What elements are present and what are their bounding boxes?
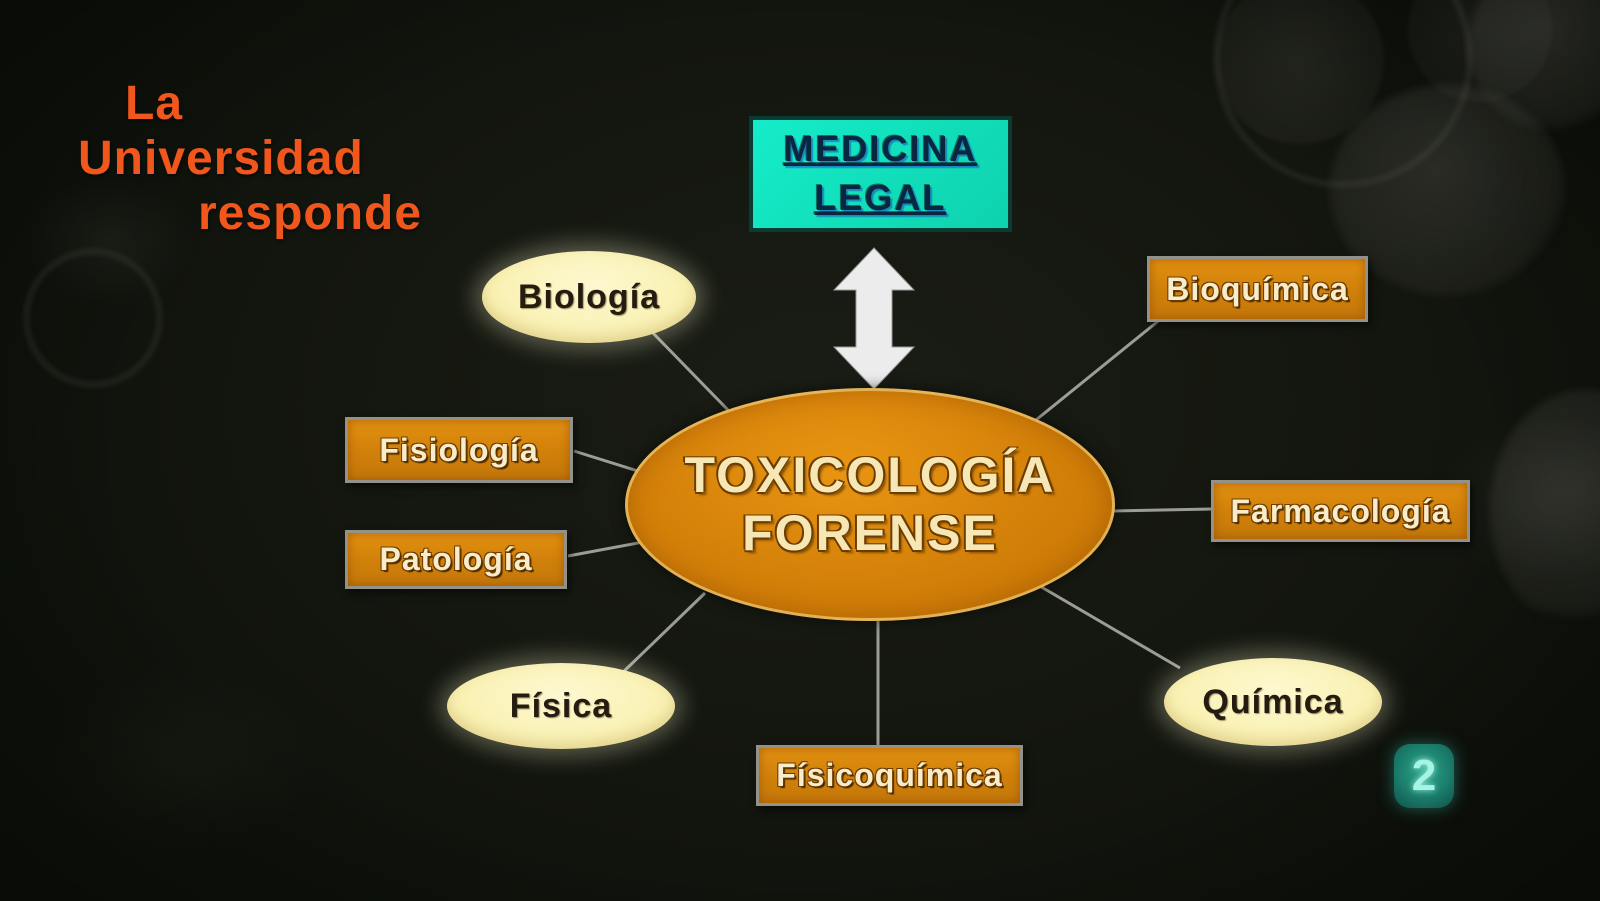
node-label: Biología (517, 277, 661, 316)
node-fisiologia: Fisiología (345, 417, 573, 483)
double-arrow-icon (832, 247, 916, 390)
bokeh-bubble (1330, 85, 1565, 295)
medicina-legal-line1: MEDICINA (783, 128, 978, 170)
node-fisicoquimica: Físicoquímica (756, 745, 1023, 806)
logo-line-3: responde (198, 187, 423, 240)
line-biologia (650, 330, 730, 412)
center-label-line1: TOXICOLOGÍA (684, 447, 1056, 503)
line-farmacologia (1111, 507, 1213, 513)
node-label: Patología (379, 541, 533, 577)
center-label-line2: FORENSE (742, 504, 998, 561)
line-quimica (1037, 583, 1181, 670)
program-logo: La Universidad responde (78, 76, 498, 246)
logo-line-2: Universidad (78, 132, 364, 185)
node-farmacologia: Farmacología (1211, 480, 1470, 542)
node-label: Física (509, 686, 613, 725)
channel-2-badge: 2 (1394, 744, 1454, 808)
node-label: Farmacología (1230, 492, 1451, 529)
node-bioquimica: Bioquímica (1147, 256, 1368, 322)
node-quimica: Química (1164, 658, 1382, 746)
node-toxicologia-forense: TOXICOLOGÍA FORENSE (625, 388, 1115, 621)
node-label: Química (1202, 682, 1344, 721)
node-patologia: Patología (345, 530, 567, 589)
line-fisica (616, 591, 707, 679)
medicina-legal-line2: LEGAL (814, 177, 947, 218)
logo-line-1: La (125, 77, 184, 130)
node-label: Fisiología (379, 431, 539, 468)
bokeh-bubble (25, 250, 161, 386)
node-biologia: Biología (482, 251, 696, 343)
node-label: Físicoquímica (776, 757, 1003, 793)
line-bioquimica (1035, 316, 1163, 422)
channel-2-label: 2 (1411, 751, 1437, 800)
node-fisica: Física (447, 663, 675, 749)
node-label: Bioquímica (1166, 270, 1349, 307)
node-medicina-legal: MEDICINA LEGAL (749, 116, 1012, 232)
